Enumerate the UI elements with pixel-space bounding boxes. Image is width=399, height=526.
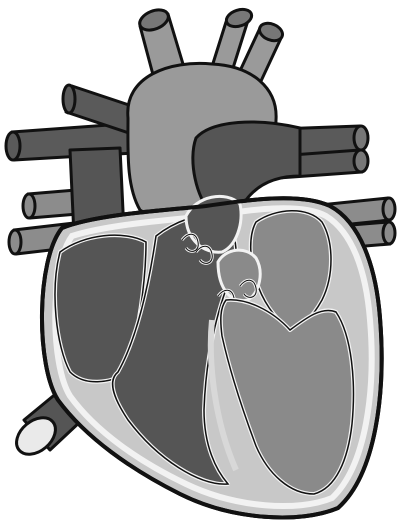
heart-illustration xyxy=(0,0,399,526)
heart-diagram xyxy=(0,0,399,526)
